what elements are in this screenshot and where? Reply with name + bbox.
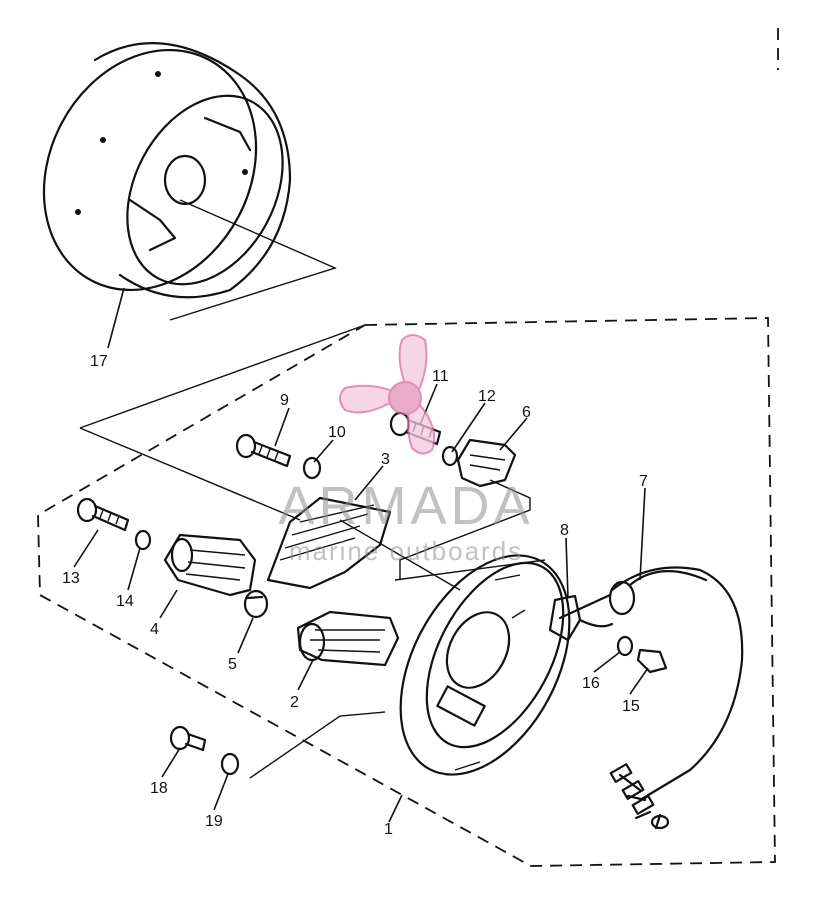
callout-labels: 1 2 3 4 5 6 7 8 9 10 11 12 13 14 15 16 1… <box>62 353 648 838</box>
propeller-logo <box>339 334 436 455</box>
screw-thirteen <box>76 497 130 532</box>
callout-8: 8 <box>560 522 569 539</box>
callout-5: 5 <box>228 656 237 673</box>
callout-7: 7 <box>639 473 648 490</box>
assembly-guide-lines <box>79 324 546 779</box>
screw-nine <box>235 433 292 468</box>
callout-9: 9 <box>280 392 289 409</box>
lighting-coil <box>296 610 400 667</box>
washer-nineteen <box>220 752 240 776</box>
callout-13: 13 <box>62 570 80 587</box>
collar <box>243 589 269 619</box>
screw-fifteen <box>636 648 668 674</box>
callout-15: 15 <box>622 698 640 715</box>
callout-18: 18 <box>150 780 168 797</box>
callout-2: 2 <box>290 694 299 711</box>
callout-17: 17 <box>90 353 108 370</box>
callout-16: 16 <box>582 675 600 692</box>
callout-1: 1 <box>384 821 393 838</box>
flywheel <box>42 42 337 321</box>
callout-3: 3 <box>381 451 390 468</box>
leader-lines <box>73 287 649 823</box>
screw-eighteen <box>169 725 207 752</box>
callout-19: 19 <box>205 813 223 830</box>
washer-fourteen <box>134 529 152 551</box>
washer-ten <box>302 456 322 480</box>
callout-10: 10 <box>328 424 346 441</box>
pulser-coil <box>163 533 257 597</box>
callout-12: 12 <box>478 388 496 405</box>
wire-harness <box>558 566 744 830</box>
callout-11: 11 <box>432 368 449 385</box>
washer-twelve <box>441 445 459 467</box>
watermark-brand: ARMADA <box>278 476 533 536</box>
stator-base-plate <box>399 554 571 776</box>
callout-4: 4 <box>150 621 159 638</box>
callout-14: 14 <box>116 593 134 610</box>
watermark-tagline: marine outboards <box>289 536 523 566</box>
coil-six <box>399 438 531 580</box>
callout-6: 6 <box>522 404 531 421</box>
wire-clamp <box>548 594 614 642</box>
washer-sixteen <box>616 635 634 657</box>
